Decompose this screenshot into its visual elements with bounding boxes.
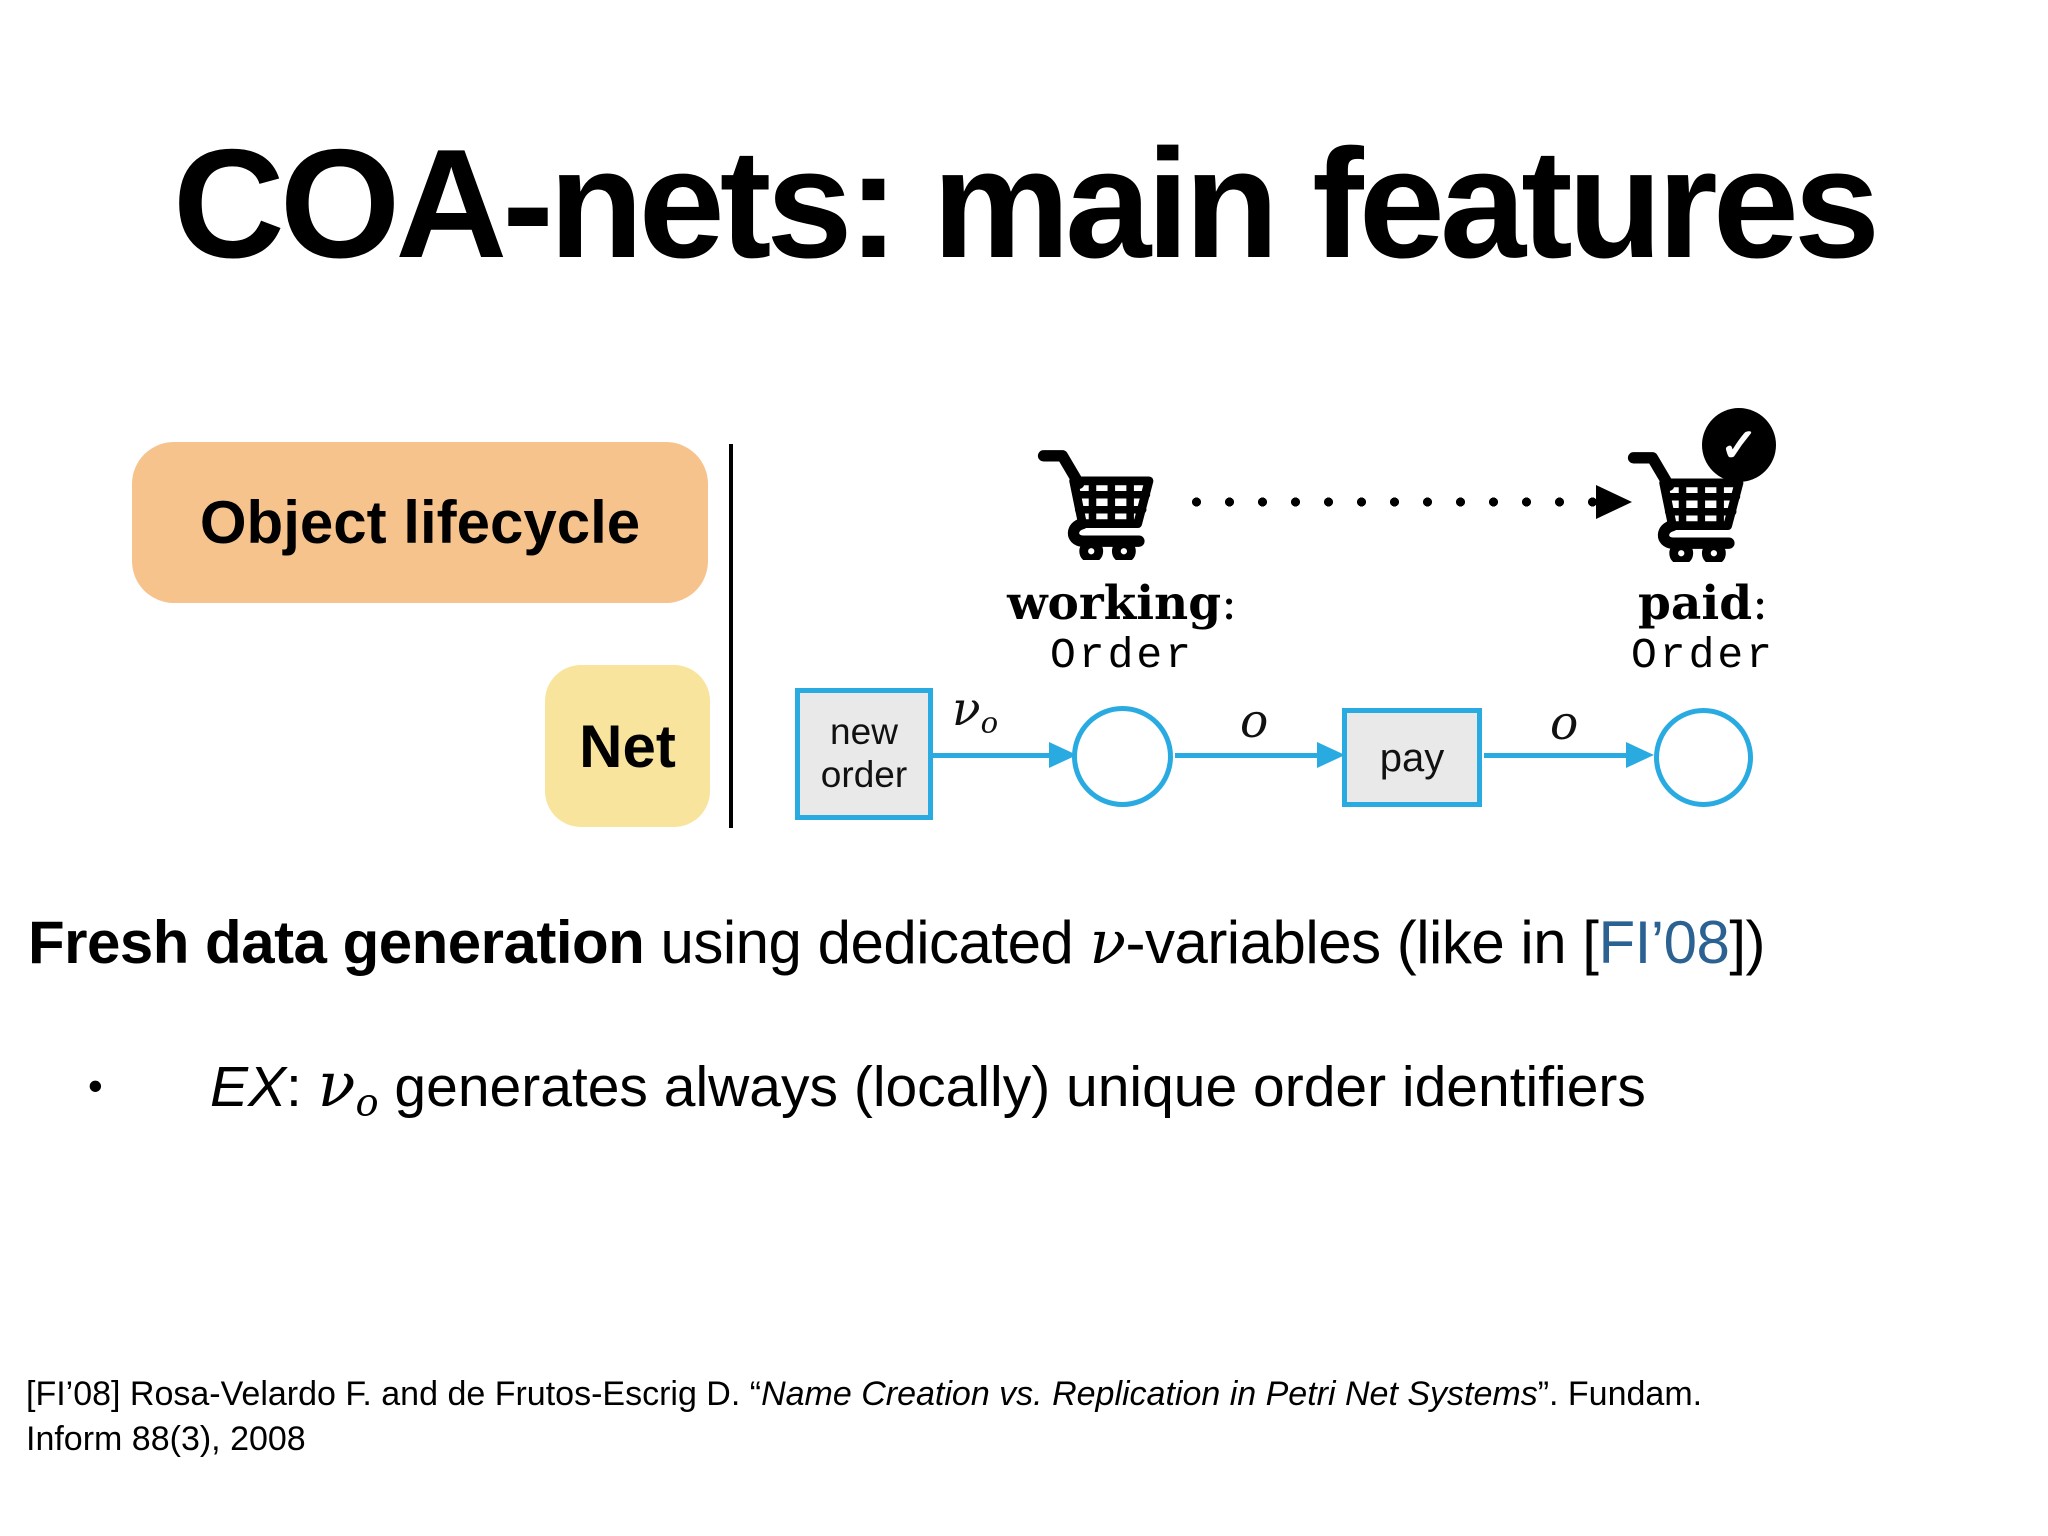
- working-state-label: working: Order: [922, 578, 1322, 677]
- arc1-label: νo: [952, 686, 998, 737]
- reference-line2: Inform 88(3), 2008: [26, 1419, 306, 1458]
- lifecycle-dotted-arrow: [1180, 494, 1596, 510]
- nu-subscript: o: [980, 705, 999, 740]
- arc-pay-to-place2: [1484, 753, 1628, 758]
- transition-new-order: new order: [795, 688, 933, 820]
- nu-subscript: o: [355, 1080, 379, 1126]
- cart-paid-icon: [1627, 452, 1744, 562]
- bullet-rest: generates always (locally) unique order …: [378, 1055, 1646, 1119]
- paid-state-label: paid: Order: [1503, 578, 1903, 677]
- fresh-data-mid2: -variables (like in [: [1125, 909, 1599, 976]
- arc2-label: o: [1240, 694, 1269, 749]
- vertical-divider: [729, 444, 733, 828]
- check-glyph: ✓: [1719, 419, 1759, 471]
- reference-footnote: [FI’08] Rosa-Velardo F. and de Frutos-Es…: [26, 1372, 2021, 1462]
- nu-glyph: νo: [317, 1048, 379, 1122]
- fresh-data-bold: Fresh data generation: [28, 909, 645, 976]
- paid-state-name: paid: [1638, 576, 1753, 631]
- bullet-colon: :: [286, 1055, 318, 1119]
- bullet-marker: •: [88, 1062, 103, 1109]
- paid-type: Order: [1630, 630, 1776, 680]
- place-working: [1072, 706, 1173, 807]
- lifecycle-arrowhead-icon: [1596, 485, 1632, 519]
- nu-glyph: ν: [1089, 908, 1126, 978]
- fresh-data-mid1: using dedicated: [644, 909, 1090, 976]
- citation-link-fi08[interactable]: FI’08: [1598, 909, 1730, 976]
- working-colon: :: [1221, 576, 1237, 631]
- net-text: Net: [579, 712, 676, 780]
- nu-char: ν: [317, 1048, 356, 1121]
- fresh-data-end: ]): [1729, 909, 1766, 976]
- fresh-data-sentence: Fresh data generation using dedicated ν-…: [28, 908, 2038, 978]
- object-lifecycle-text: Object lifecycle: [199, 489, 641, 556]
- transition-pay: pay: [1342, 708, 1482, 807]
- arc-neworder-to-place1: [933, 753, 1051, 758]
- arc2-arrowhead-icon: [1317, 742, 1345, 768]
- transition-new-order-text: new order: [820, 711, 908, 795]
- bullet-ex: EX: [210, 1055, 287, 1119]
- transition-pay-text: pay: [1379, 735, 1445, 780]
- object-lifecycle-label: Object lifecycle: [132, 442, 708, 603]
- reference-paper-title: Name Creation vs. Replication in Petri N…: [761, 1375, 1538, 1413]
- working-type: Order: [1049, 630, 1195, 680]
- paid-check-icon: ✓: [1702, 408, 1776, 482]
- working-state-name: working: [1007, 576, 1222, 631]
- cart-working-icon: [1037, 450, 1154, 560]
- nu-glyph: ν: [952, 682, 981, 737]
- arc3-label: o: [1550, 696, 1579, 751]
- paid-colon: :: [1752, 576, 1768, 631]
- reference-prefix: [FI’08] Rosa-Velardo F. and de Frutos-Es…: [26, 1375, 762, 1413]
- net-label: Net: [545, 665, 710, 827]
- place-paid: [1654, 708, 1753, 807]
- arc3-arrowhead-icon: [1626, 742, 1654, 768]
- page-title: COA-nets: main features: [172, 117, 1880, 290]
- bullet-ex-sentence: EX: νo generates always (locally) unique…: [210, 1048, 2010, 1122]
- arc-place1-to-pay: [1175, 753, 1319, 758]
- reference-suffix: ”. Fundam.: [1537, 1375, 1703, 1413]
